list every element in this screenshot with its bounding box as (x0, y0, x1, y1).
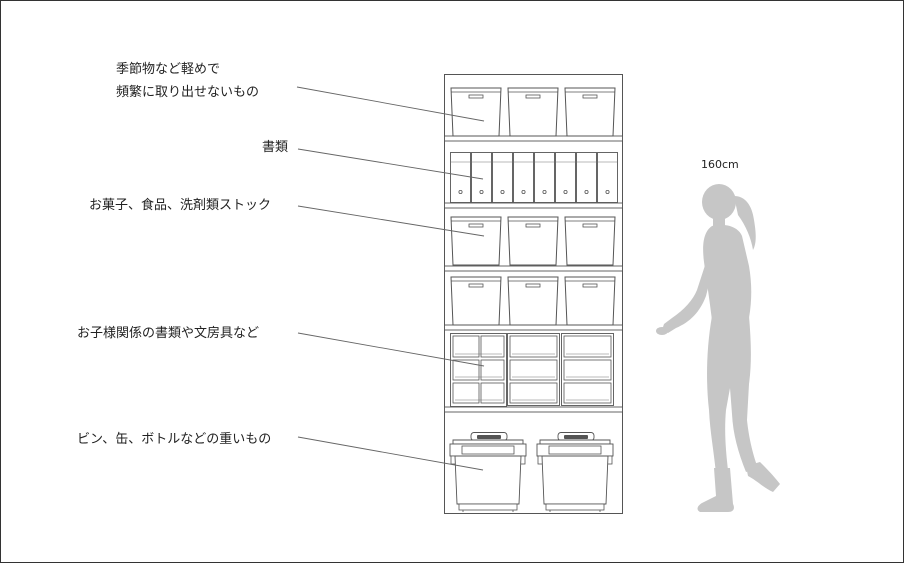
shelf-tier-3 (450, 216, 616, 266)
shelf-tier-5 (450, 333, 614, 407)
shelf-tier-1 (450, 87, 616, 137)
label-top-line1: 季節物など軽めで (116, 62, 220, 77)
person-height-label: 160cm (701, 158, 739, 171)
label-kids: お子様関係の書類や文房具など (77, 325, 259, 341)
label-documents: 書類 (262, 140, 288, 155)
label-heavy: ビン、缶、ボトルなどの重いもの (77, 431, 271, 447)
shelf-tier-4 (450, 276, 616, 326)
person-silhouette (656, 184, 780, 512)
leader-lines (296, 86, 485, 471)
label-top-line2: 頻繁に取り出せないもの (116, 84, 259, 100)
label-stock: お菓子、食品、洗剤類ストック (89, 197, 271, 213)
